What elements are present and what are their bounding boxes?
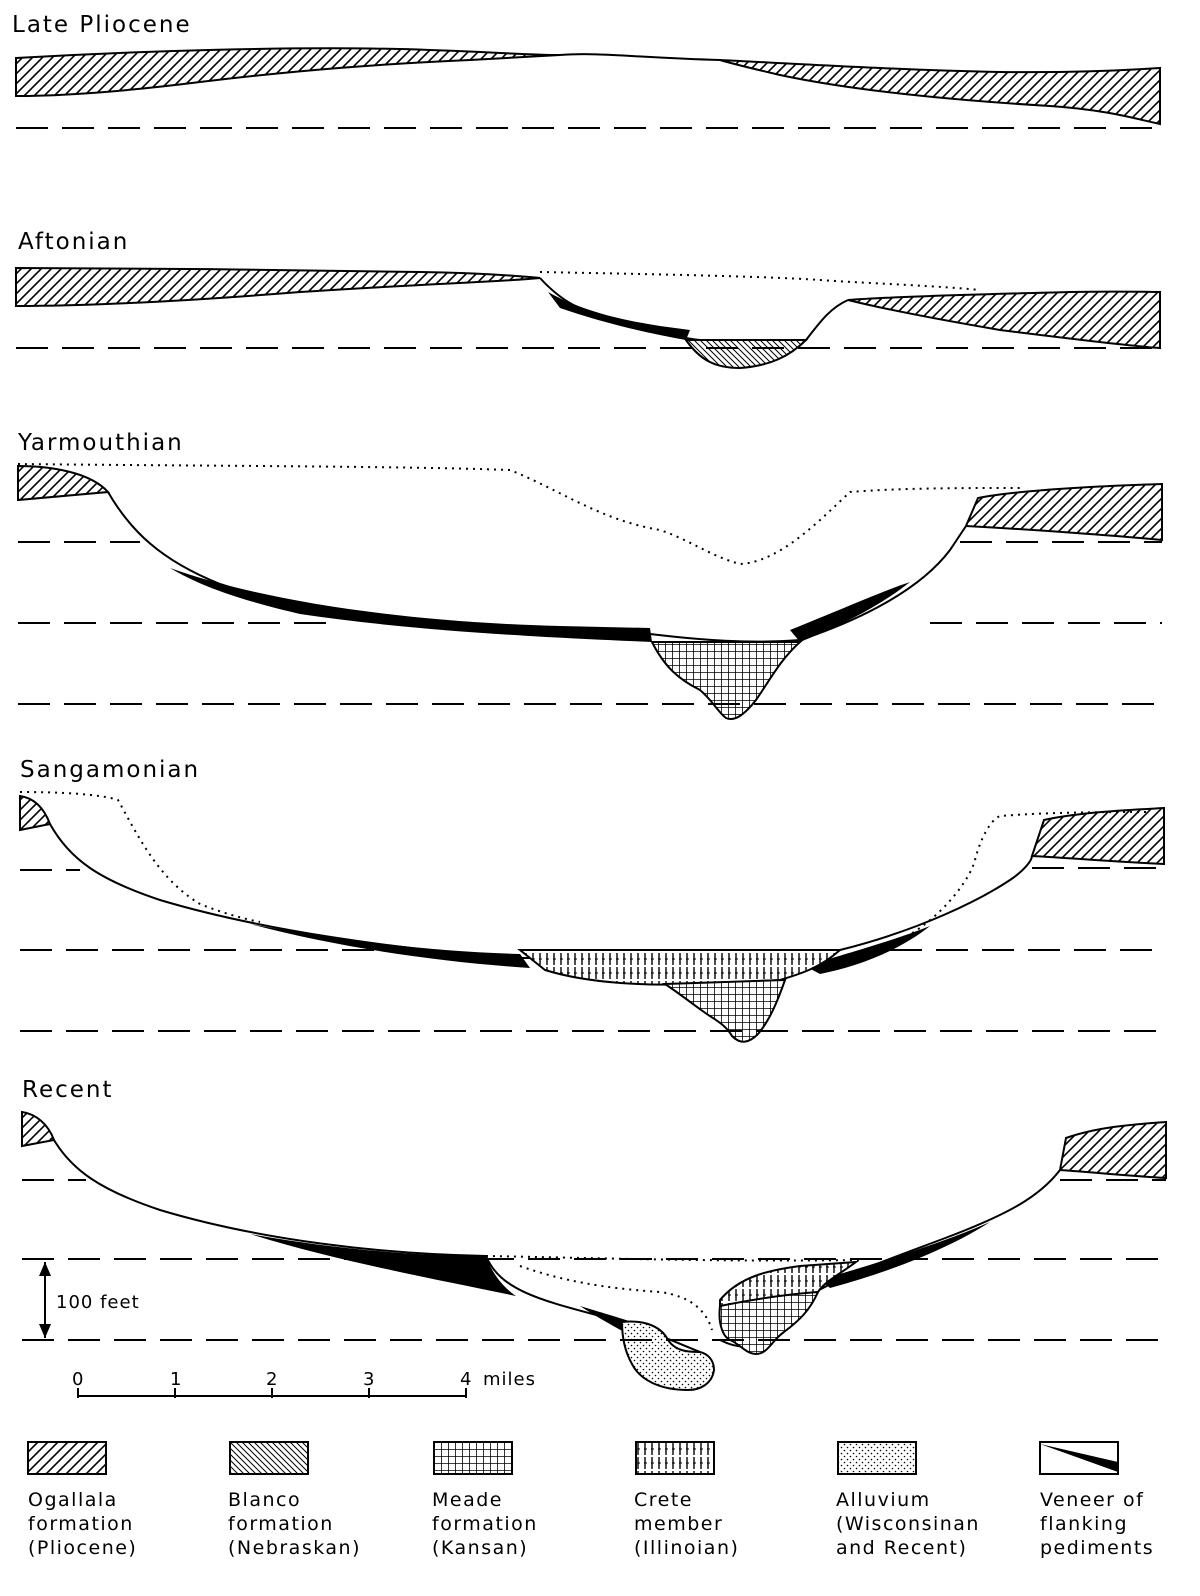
crete-fill — [520, 950, 840, 985]
legend-label-blanco: Blanco formation (Nebraskan) — [228, 1488, 361, 1560]
legend-crete-line2: member — [634, 1512, 739, 1536]
panel-yarmouthian — [18, 464, 1162, 719]
ogallala-layer-left — [16, 268, 540, 306]
legend-ogallala-line3: (Pliocene) — [28, 1536, 137, 1560]
scale-tick-1: 1 — [170, 1369, 181, 1390]
panel-title-sangamonian: Sangamonian — [20, 757, 200, 783]
panel-sangamonian — [20, 792, 1164, 1042]
scale-tick-3: 3 — [363, 1369, 374, 1390]
legend-ogallala-line1: Ogallala — [28, 1488, 137, 1512]
pediment-veneer-left — [170, 568, 652, 642]
meade-fill — [652, 642, 800, 719]
panel-title-recent: Recent — [22, 1077, 114, 1103]
legend-label-crete: Crete member (Illinoian) — [634, 1488, 739, 1560]
ogallala-layer-left — [18, 466, 108, 500]
legend-meade-line1: Meade — [432, 1488, 538, 1512]
legend-swatch-ogallala — [28, 1442, 106, 1474]
legend-swatch-blanco — [230, 1442, 308, 1474]
scale-tick-2: 2 — [266, 1369, 277, 1390]
meade-fill — [665, 980, 785, 1042]
legend-veneer-line1: Veneer of — [1040, 1488, 1154, 1512]
legend-veneer-line2: flanking — [1040, 1512, 1154, 1536]
ogallala-layer-right — [1060, 1122, 1166, 1178]
legend-swatch-meade — [434, 1442, 512, 1474]
legend-crete-line3: (Illinoian) — [634, 1536, 739, 1560]
legend-swatches — [28, 1442, 1118, 1474]
legend-ogallala-line2: formation — [28, 1512, 137, 1536]
panel-title-yarmouthian: Yarmouthian — [18, 430, 184, 456]
ogallala-layer-left — [22, 1112, 54, 1146]
legend-meade-line2: formation — [432, 1512, 538, 1536]
legend-label-ogallala: Ogallala formation (Pliocene) — [28, 1488, 137, 1560]
scale-tick-0: 0 — [72, 1369, 83, 1390]
panel-late-pliocene — [16, 48, 1160, 128]
legend-swatch-veneer — [1040, 1442, 1118, 1474]
legend-meade-line3: (Kansan) — [432, 1536, 538, 1560]
valley-profile — [50, 824, 1032, 958]
legend-veneer-line3: pediments — [1040, 1536, 1154, 1560]
ogallala-layer-right — [1032, 808, 1164, 864]
blanco-fill — [686, 340, 806, 368]
legend-label-meade: Meade formation (Kansan) — [432, 1488, 538, 1560]
legend-blanco-line3: (Nebraskan) — [228, 1536, 361, 1560]
legend-swatch-alluvium — [838, 1442, 916, 1474]
ogallala-layer-left — [20, 796, 50, 830]
legend-alluvium-line3: and Recent) — [836, 1536, 980, 1560]
legend-blanco-line1: Blanco — [228, 1488, 361, 1512]
legend-crete-line1: Crete — [634, 1488, 739, 1512]
legend-alluvium-line1: Alluvium — [836, 1488, 980, 1512]
legend-blanco-line2: formation — [228, 1512, 361, 1536]
ogallala-layer-right — [966, 484, 1162, 540]
former-surface-dotted — [540, 272, 980, 290]
vertical-scale-arrow — [39, 1262, 51, 1338]
ogallala-layer-right — [720, 60, 1160, 124]
valley-profile — [54, 1140, 1060, 1352]
ogallala-layer-left — [16, 48, 560, 96]
pediment-veneer-right — [790, 582, 910, 642]
former-surface-dotted — [18, 464, 1020, 564]
scale-tick-4: 4 — [460, 1369, 471, 1390]
scale-unit: miles — [483, 1369, 536, 1390]
pediment-veneer-right — [820, 1222, 990, 1288]
legend-alluvium-line2: (Wisconsinan — [836, 1512, 980, 1536]
alluvium-fill — [622, 1322, 714, 1390]
panel-title-late-pliocene: Late Pliocene — [12, 12, 192, 38]
pediment-veneer — [548, 292, 690, 340]
legend-label-veneer: Veneer of flanking pediments — [1040, 1488, 1154, 1560]
former-surface-dotted — [20, 792, 1150, 940]
vertical-scale-label: 100 feet — [56, 1292, 140, 1313]
pediment-veneer-left — [250, 1234, 516, 1296]
panel-aftonian — [16, 268, 1160, 368]
panel-title-aftonian: Aftonian — [18, 229, 129, 255]
legend-swatch-crete — [636, 1442, 714, 1474]
panel-recent — [22, 1112, 1166, 1390]
legend-label-alluvium: Alluvium (Wisconsinan and Recent) — [836, 1488, 980, 1560]
land-surface — [560, 54, 720, 60]
ogallala-layer-right — [848, 292, 1160, 348]
